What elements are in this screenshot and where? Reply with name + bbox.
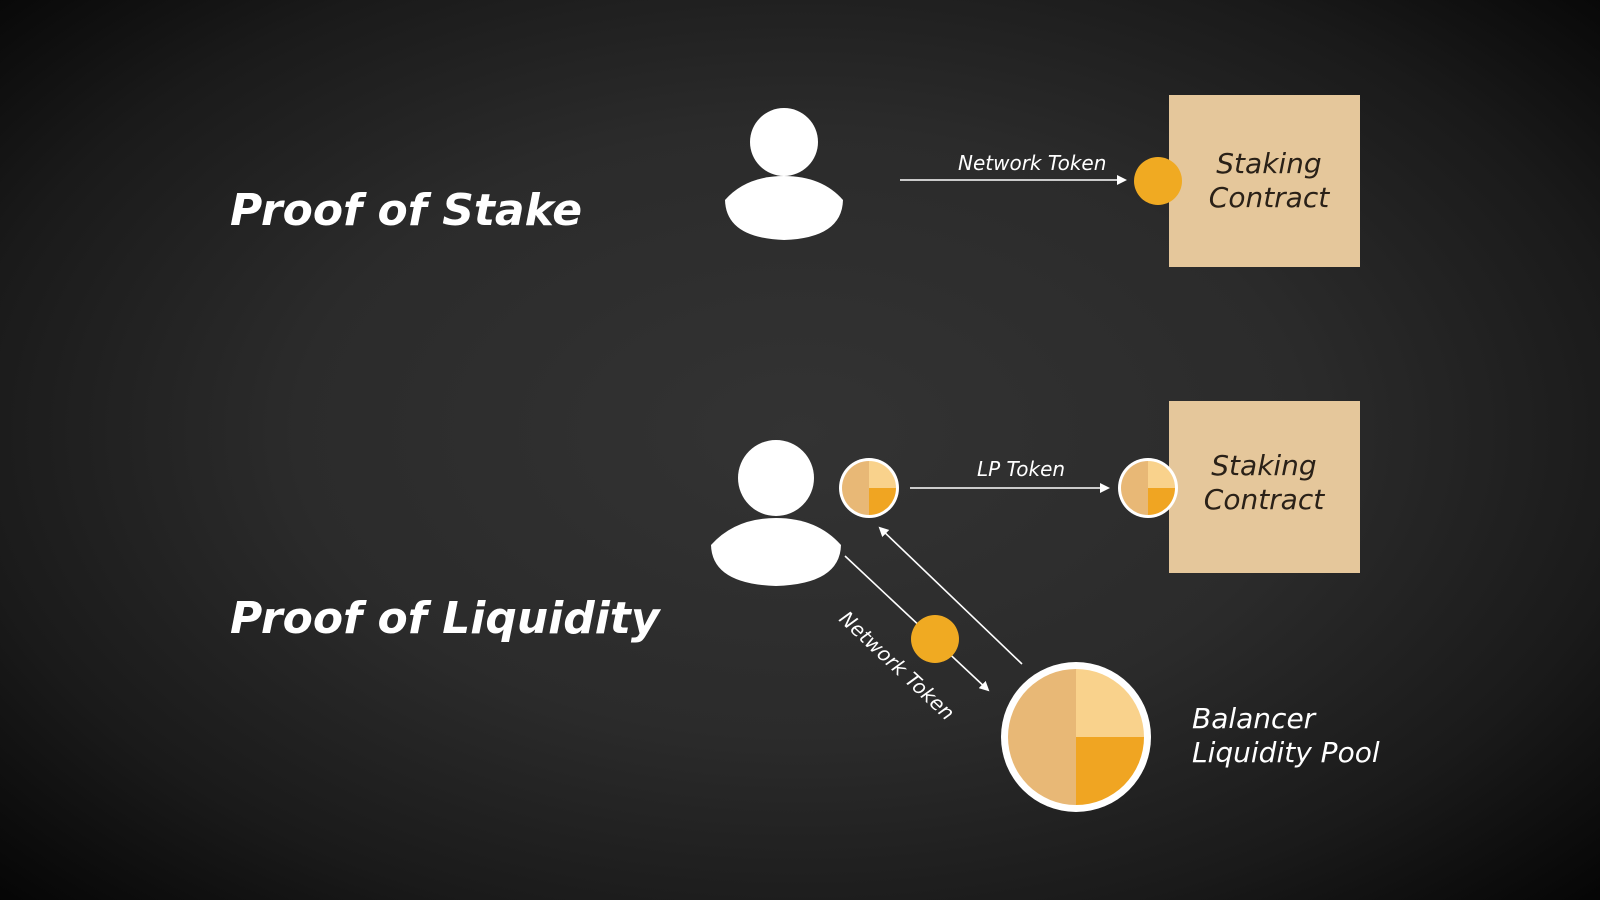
user-body bbox=[725, 176, 843, 240]
lp-token-label: LP Token bbox=[977, 457, 1065, 481]
balancer-pool-line1: Balancer bbox=[1192, 702, 1317, 735]
proof-of-stake-title: Proof of Stake bbox=[230, 185, 582, 236]
proof-of-liquidity-title: Proof of Liquidity bbox=[230, 593, 662, 644]
stake-network-token-label: Network Token bbox=[958, 151, 1106, 175]
user-head bbox=[738, 440, 814, 516]
network-token-coin-liquidity bbox=[911, 615, 959, 663]
liquidity-staking-contract-box bbox=[1169, 401, 1360, 573]
liquidity-contract-line2: Contract bbox=[1204, 483, 1325, 516]
balancer-pool-icon bbox=[1001, 662, 1151, 812]
user-head bbox=[750, 108, 818, 176]
balancer-pool-line2: Liquidity Pool bbox=[1192, 736, 1380, 769]
stake-contract-line1: Staking bbox=[1216, 147, 1321, 180]
user-icon-liquidity bbox=[711, 440, 841, 586]
lp-token-coin-right bbox=[1118, 458, 1178, 518]
lp-token-coin-left bbox=[839, 458, 899, 518]
user-icon-stake bbox=[725, 108, 843, 240]
network-token-coin bbox=[1134, 157, 1182, 205]
user-body bbox=[711, 518, 841, 586]
stake-contract-line2: Contract bbox=[1209, 181, 1330, 214]
stake-staking-contract-box bbox=[1169, 95, 1360, 267]
network-token-deposit-arrow bbox=[844, 555, 990, 692]
liquidity-contract-line1: Staking bbox=[1211, 449, 1316, 482]
lp-token-return-arrow bbox=[878, 526, 1023, 665]
